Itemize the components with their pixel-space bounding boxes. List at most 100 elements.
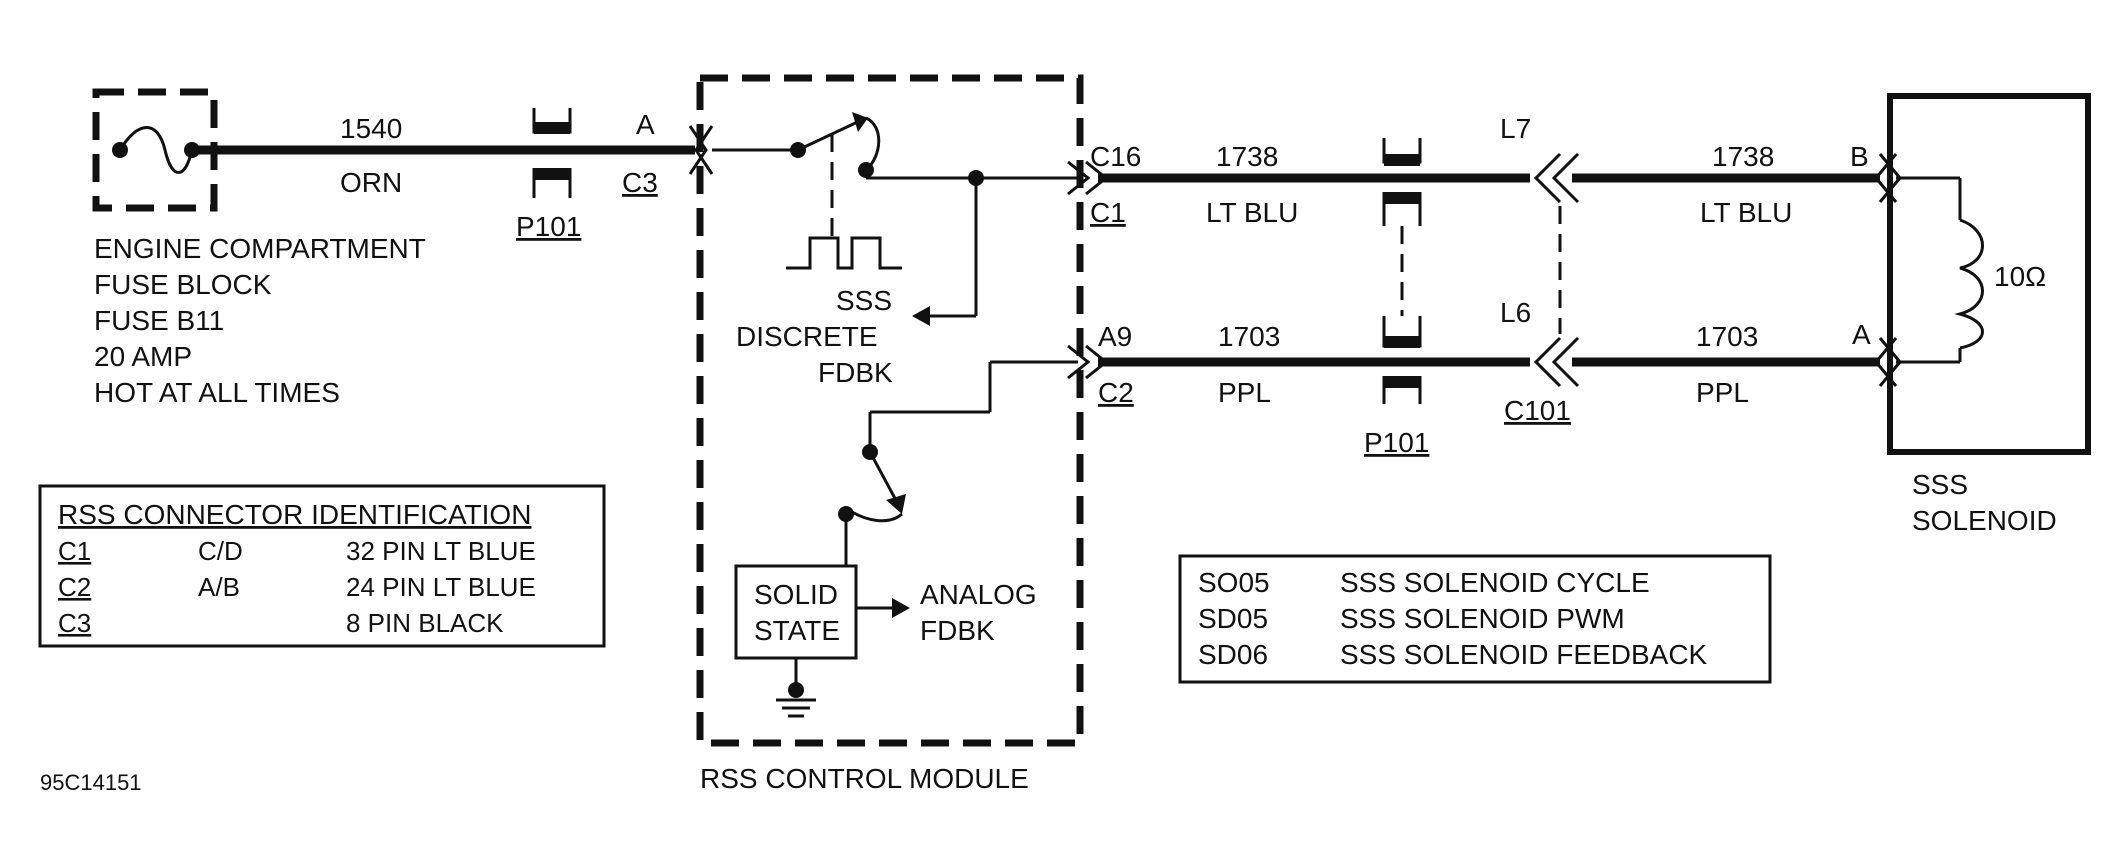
lower-switch-contact-arc <box>851 510 903 523</box>
connector-table-desc: 24 PIN LT BLUE <box>346 572 536 602</box>
rss-control-module: RSS CONTROL MODULE SSS DISCRETE FDBK <box>696 74 1084 794</box>
l7-pin-label: L7 <box>1500 113 1531 144</box>
switch-contact-point <box>858 162 874 178</box>
wire-1738-color-right: LT BLU <box>1700 197 1792 228</box>
l6-connector-chevron <box>1533 336 1562 388</box>
p101-bottom-c1-fill <box>1384 192 1420 204</box>
fuse-icon <box>118 126 194 174</box>
ground-junction <box>788 682 804 698</box>
wire-1703-color-right: PPL <box>1696 377 1749 408</box>
discrete-fdbk-line: FDBK <box>818 357 893 388</box>
c1-connector-label: C1 <box>1090 197 1126 228</box>
connector-table-desc: 32 PIN LT BLUE <box>346 536 536 566</box>
l7-connector-chevron-inner <box>1551 152 1580 204</box>
solid-state-line: SOLID <box>754 579 838 610</box>
p101-top-lower-fill <box>534 168 570 180</box>
l6-pin-label: L6 <box>1500 297 1531 328</box>
connector-c3-chevron-inner <box>694 125 714 175</box>
connector-c3-chevron <box>688 125 708 175</box>
code-desc: SSS SOLENOID PWM <box>1340 603 1625 634</box>
wire-1703: A9 C2 1703 PPL L6 C101 1703 PPL A <box>1067 297 1902 426</box>
connector-table-id: C2 <box>58 572 91 602</box>
connector-table-desc: 8 PIN BLACK <box>346 608 504 638</box>
p101-bottom-label: P101 <box>1364 427 1429 458</box>
figure-id: 95C14151 <box>40 770 142 795</box>
connector-c3-pin: A <box>636 109 655 140</box>
c101-connector-label: C101 <box>1504 395 1571 426</box>
wire-1703-circuit-right: 1703 <box>1696 321 1758 352</box>
connector-identification-table: RSS CONNECTOR IDENTIFICATION C1 C/D 32 P… <box>38 484 606 648</box>
wire-1540: 1540 ORN <box>192 113 695 198</box>
wire-1703-circuit-left: 1703 <box>1218 321 1280 352</box>
fuse-block-label: ENGINE COMPARTMENT FUSE BLOCK FUSE B11 2… <box>94 233 426 408</box>
codes-table-border <box>1178 554 1772 684</box>
c2-connector-label: C2 <box>1098 377 1134 408</box>
switch-arrow <box>852 112 868 132</box>
pwm-waveform-icon <box>786 236 902 270</box>
analog-arrow-icon <box>892 598 910 618</box>
wire-1540-color: ORN <box>340 167 402 198</box>
solenoid-resistance: 10Ω <box>1994 261 2046 292</box>
fuse-label-line: HOT AT ALL TIMES <box>94 377 340 408</box>
module-boundary <box>696 74 1084 747</box>
switch-contact-arc <box>864 116 881 172</box>
p101-top-lower-bracket <box>532 168 572 198</box>
code-desc: SSS SOLENOID CYCLE <box>1340 567 1650 598</box>
solid-state-line: STATE <box>754 615 840 646</box>
coil-icon <box>1954 218 1984 350</box>
wire-1738-circuit-right: 1738 <box>1712 141 1774 172</box>
solenoid-pin-b: B <box>1850 141 1869 172</box>
code-desc: SSS SOLENOID FEEDBACK <box>1340 639 1708 670</box>
c16-connector-chevron <box>1067 160 1091 196</box>
discrete-fdbk-line: SSS <box>836 285 892 316</box>
p101-splice-bottom: P101 <box>1364 138 1429 458</box>
solenoid-label-line: SSS <box>1912 469 1968 500</box>
fuse-label-line: 20 AMP <box>94 341 192 372</box>
diagnostic-codes-table: SO05 SSS SOLENOID CYCLE SD05 SSS SOLENOI… <box>1178 554 1772 684</box>
connector-table-type: C/D <box>198 536 243 566</box>
lower-switch-blade <box>868 451 900 505</box>
p101-top-upper-fill <box>534 122 570 134</box>
p101-top-label: P101 <box>516 211 581 242</box>
p101-bottom-c2-lower-bracket <box>1382 376 1422 404</box>
wire-1703-color-left: PPL <box>1218 377 1271 408</box>
fuse-label-line: FUSE B11 <box>94 305 224 336</box>
c16-pin-label: C16 <box>1090 141 1141 172</box>
fuse-label-line: ENGINE COMPARTMENT <box>94 233 426 264</box>
a9-pin-label: A9 <box>1098 321 1132 352</box>
connector-c3: A C3 <box>622 109 714 198</box>
sss-solenoid: 10Ω SSS SOLENOID <box>1887 93 2091 536</box>
analog-fdbk-line: FDBK <box>920 615 995 646</box>
connector-table-border <box>38 484 606 648</box>
p101-bottom-c1-bracket <box>1382 192 1422 226</box>
p101-bottom-upper-fill <box>1384 154 1420 166</box>
solenoid-housing <box>1887 93 2091 455</box>
discrete-fdbk-line: DISCRETE <box>736 321 878 352</box>
code-id: SD05 <box>1198 603 1268 634</box>
a9-connector-chevron <box>1067 344 1091 380</box>
solenoid-pin-a: A <box>1852 319 1871 350</box>
lower-switch-arrow <box>886 494 906 514</box>
code-id: SD06 <box>1198 639 1268 670</box>
connector-table-title: RSS CONNECTOR IDENTIFICATION <box>58 499 531 530</box>
analog-fdbk-line: ANALOG <box>920 579 1037 610</box>
solenoid-label-line: SOLENOID <box>1912 505 2057 536</box>
module-title: RSS CONTROL MODULE <box>700 763 1029 794</box>
wire-1738-color-left: LT BLU <box>1206 197 1298 228</box>
feedback-arrow-icon <box>912 306 930 326</box>
wire-1540-circuit: 1540 <box>340 113 402 144</box>
wire-1738-circuit-left: 1738 <box>1216 141 1278 172</box>
connector-c3-label: C3 <box>622 167 658 198</box>
l7-connector-chevron <box>1533 152 1562 204</box>
p101-splice-top: P101 <box>516 108 581 242</box>
connector-table-id: C3 <box>58 608 91 638</box>
p101-bottom-c2-upper-fill <box>1384 336 1420 348</box>
connector-table-id: C1 <box>58 536 91 566</box>
connector-table-type: A/B <box>198 572 240 602</box>
code-id: SO05 <box>1198 567 1270 598</box>
fuse-label-line: FUSE BLOCK <box>94 269 272 300</box>
wire-1738: C16 C1 1738 LT BLU L7 1738 LT BLU B <box>1067 113 1902 228</box>
p101-bottom-c2-lower-fill <box>1384 376 1420 388</box>
l6-connector-chevron-inner <box>1551 336 1580 388</box>
